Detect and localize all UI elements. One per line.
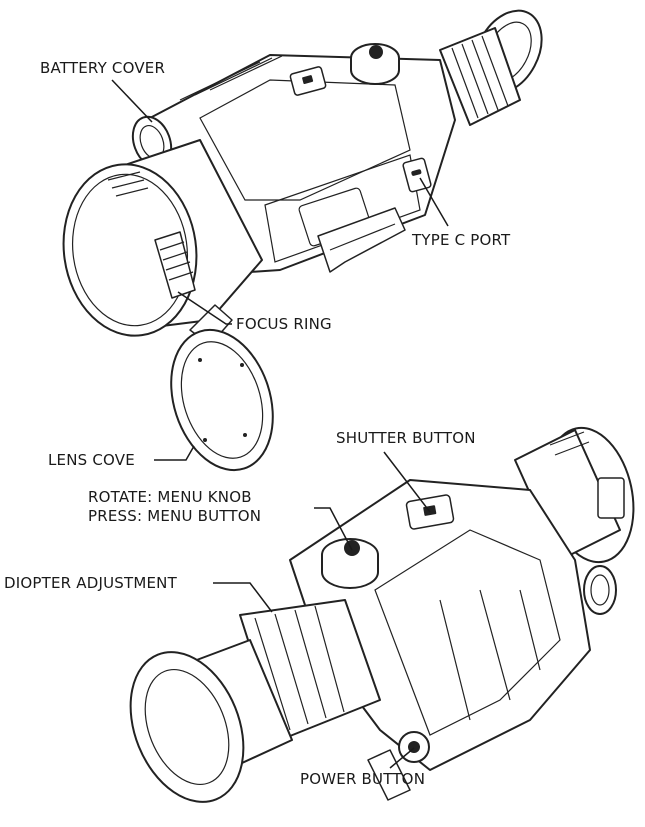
leader-type-c-port [419,177,449,227]
top-lens-cover [170,304,274,472]
bottom-objective-lens [514,426,635,564]
top-eyepiece [439,9,543,126]
top-scope-drawing [62,9,543,472]
top-objective-lens [62,139,263,337]
label-diopter-adjustment: DIOPTER ADJUSTMENT [4,574,177,592]
label-focus-ring: FOCUS RING [236,315,332,333]
label-battery-cover: BATTERY COVER [40,59,166,77]
leader-diopter-adjustment [213,582,273,613]
leader-focus-ring [177,291,232,325]
leader-shutter-button [383,451,431,513]
bottom-diopter-eyepiece [129,599,381,803]
leader-battery-cover [111,79,153,123]
label-menu-knob: ROTATE: MENU KNOB PRESS: MENU BUTTON [88,488,262,525]
leader-menu-knob [314,507,353,551]
leader-lines [111,79,449,769]
leader-lens-cove [154,445,195,461]
label-type-c-port: TYPE C PORT [412,231,511,249]
label-power-button: POWER BUTTON [300,770,426,788]
bottom-scope-drawing [129,426,635,803]
label-shutter-button: SHUTTER BUTTON [336,429,476,447]
leader-power-button [389,747,415,769]
label-lens-cove: LENS COVE [48,451,135,469]
